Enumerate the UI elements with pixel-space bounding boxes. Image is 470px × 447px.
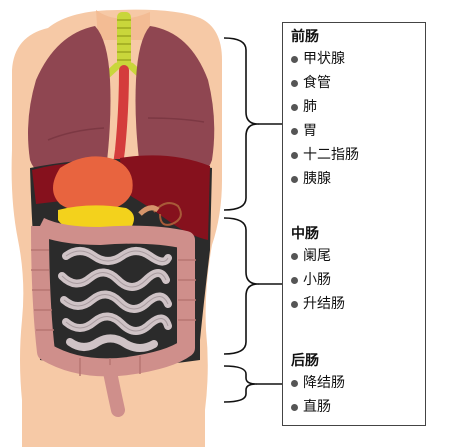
pancreas	[58, 205, 134, 233]
liver	[120, 155, 210, 240]
legend-item-label: 食管	[303, 75, 331, 91]
bullet-dot-icon	[291, 379, 298, 387]
trachea	[117, 12, 131, 70]
bullet-dot-icon	[291, 55, 298, 63]
bullet-dot-icon	[291, 103, 298, 111]
legend-item-lung: 肺	[291, 95, 359, 119]
legend-item-label: 肺	[303, 99, 317, 115]
legend-item-label: 降结肠	[303, 375, 345, 391]
bullet-dot-icon	[291, 79, 298, 87]
foregut-title: 前肠	[291, 29, 319, 45]
legend-group-midgut: 中肠 阑尾 小肠 升结肠	[291, 224, 345, 316]
legend-item-label: 胰腺	[303, 171, 331, 187]
legend-item-ascending-colon: 升结肠	[291, 292, 345, 316]
hindgut-title: 后肠	[291, 353, 319, 369]
embryonic-gut-legend: 前肠 甲状腺 食管 肺 胃 十二指肠 胰腺 中肠 阑尾 小肠 升结肠 后肠 降结…	[282, 22, 426, 426]
stomach	[53, 156, 133, 213]
right-lung	[135, 26, 215, 177]
legend-item-stomach: 胃	[291, 119, 359, 143]
legend-item-small-intestine: 小肠	[291, 268, 345, 292]
hindgut-bracket-icon	[223, 365, 257, 403]
midgut-bracket-icon	[223, 217, 259, 355]
legend-item-label: 胃	[303, 123, 317, 139]
legend-item-label: 阑尾	[303, 248, 331, 264]
legend-item-label: 十二指肠	[303, 147, 359, 163]
bullet-dot-icon	[291, 276, 298, 284]
bullet-dot-icon	[291, 151, 298, 159]
legend-item-pancreas: 胰腺	[291, 167, 359, 191]
legend-item-label: 小肠	[303, 272, 331, 288]
legend-group-hindgut: 后肠 降结肠 直肠	[291, 351, 345, 419]
legend-item-label: 甲状腺	[303, 51, 345, 67]
legend-item-label: 直肠	[303, 399, 331, 415]
midgut-title: 中肠	[291, 226, 319, 242]
left-lung	[28, 26, 111, 177]
bullet-dot-icon	[291, 127, 298, 135]
legend-item-label: 升结肠	[303, 296, 345, 312]
rectum	[103, 365, 125, 417]
bullet-dot-icon	[291, 175, 298, 183]
legend-group-foregut: 前肠 甲状腺 食管 肺 胃 十二指肠 胰腺	[291, 27, 359, 191]
legend-item-rectum: 直肠	[291, 395, 345, 419]
legend-item-descending-colon: 降结肠	[291, 371, 345, 395]
foregut-bracket-icon	[223, 37, 259, 211]
legend-item-duodenum: 十二指肠	[291, 143, 359, 167]
legend-item-esophagus: 食管	[291, 71, 359, 95]
colon	[31, 217, 195, 377]
bullet-dot-icon	[291, 300, 298, 308]
bullet-dot-icon	[291, 252, 298, 260]
legend-item-thyroid: 甲状腺	[291, 47, 359, 71]
bullet-dot-icon	[291, 403, 298, 411]
legend-item-appendix: 阑尾	[291, 244, 345, 268]
